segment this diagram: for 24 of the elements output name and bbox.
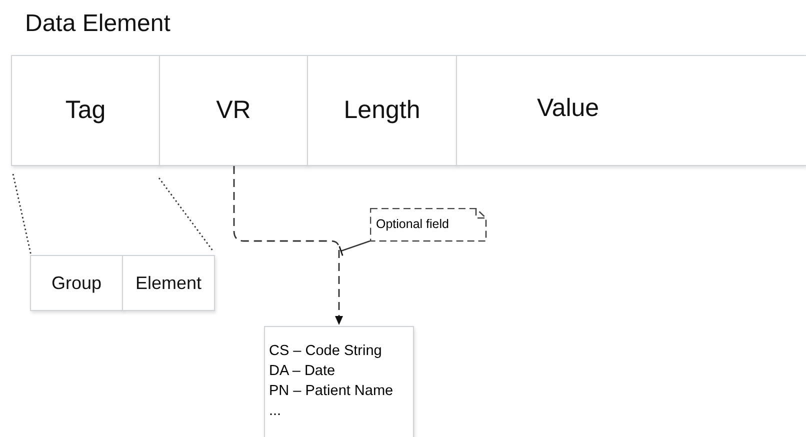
arrow: [233, 166, 343, 325]
tag-field: [11, 55, 160, 166]
field-label: VR: [216, 96, 251, 125]
list-item: CS – Code String: [269, 342, 383, 361]
length-field: [307, 55, 457, 166]
callout-text: Optional field: [376, 217, 449, 231]
field-label: Element: [135, 272, 202, 294]
field-label: Tag: [65, 96, 106, 125]
diagram-title: Data Element: [25, 10, 170, 38]
connector-line: [12, 174, 32, 256]
list-item: ...: [269, 402, 282, 421]
group-field: [30, 255, 123, 311]
connector-line: [158, 178, 214, 252]
list-item: DA – Date: [269, 362, 336, 381]
field-label: Length: [344, 96, 420, 125]
list-item: PN – Patient Name: [269, 382, 394, 401]
field-label: Group: [51, 272, 102, 294]
field-label: Value: [537, 94, 600, 123]
vr-field: [159, 55, 308, 166]
value-field: [456, 55, 806, 166]
list-box: [264, 326, 414, 437]
element-field: [122, 255, 215, 311]
leader-line: [338, 240, 370, 256]
callout-note: [370, 208, 487, 242]
